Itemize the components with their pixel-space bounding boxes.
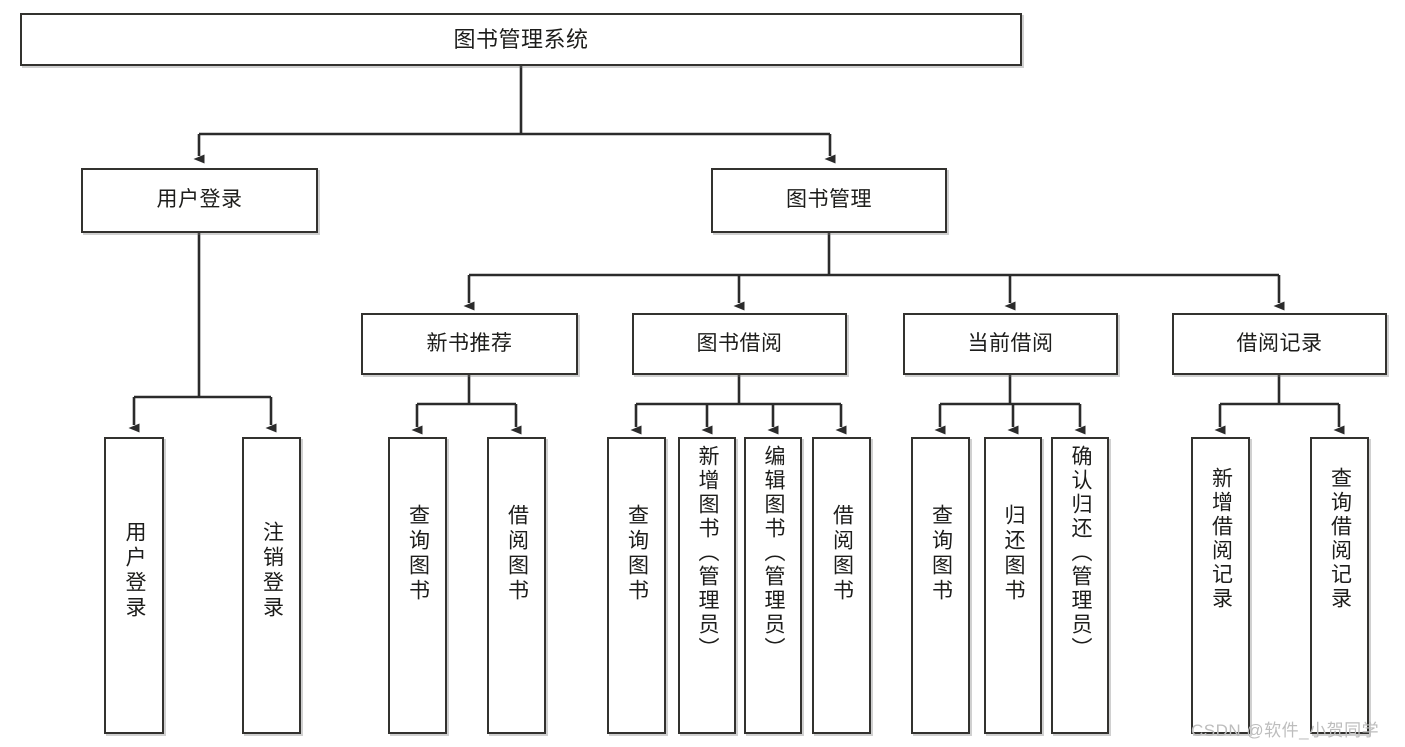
node-leaf-cur-query[interactable]: 查询图书 xyxy=(911,437,970,734)
node-leaf-cur-confirm[interactable]: 确认归还（管理员） xyxy=(1051,437,1109,734)
node-label: 查询图书 xyxy=(929,504,953,604)
node-label: 借阅记录 xyxy=(1236,331,1323,355)
node-leaf-rec-query[interactable]: 查询图书 xyxy=(388,437,447,734)
node-label: 用户登录 xyxy=(123,521,147,621)
node-label: 查询借阅记录 xyxy=(1328,467,1352,611)
node-user-login[interactable]: 用户登录 xyxy=(81,168,318,233)
node-label: 借阅图书 xyxy=(830,504,854,604)
node-label: 确认归还（管理员） xyxy=(1069,445,1093,661)
node-book-manage[interactable]: 图书管理 xyxy=(711,168,947,233)
node-leaf-cur-return[interactable]: 归还图书 xyxy=(984,437,1042,734)
node-label: 编辑图书（管理员） xyxy=(762,445,786,661)
node-label: 新增图书（管理员） xyxy=(696,445,720,661)
node-leaf-borrow-query[interactable]: 查询图书 xyxy=(607,437,666,734)
node-label: 图书管理系统 xyxy=(453,26,589,52)
node-label: 查询图书 xyxy=(625,504,649,604)
node-label: 新书推荐 xyxy=(426,331,513,355)
node-leaf-rec-borrow[interactable]: 借阅图书 xyxy=(487,437,546,734)
node-label: 用户登录 xyxy=(156,188,243,212)
node-label: 图书借阅 xyxy=(696,331,783,355)
node-label: 当前借阅 xyxy=(967,331,1054,355)
node-label: 查询图书 xyxy=(406,504,430,604)
node-leaf-borrow-add[interactable]: 新增图书（管理员） xyxy=(678,437,736,734)
node-leaf-record-add[interactable]: 新增借阅记录 xyxy=(1191,437,1250,734)
node-new-book-rec[interactable]: 新书推荐 xyxy=(361,313,578,375)
node-leaf-user-login[interactable]: 用户登录 xyxy=(104,437,164,734)
node-leaf-user-logout[interactable]: 注销登录 xyxy=(242,437,301,734)
node-label: 图书管理 xyxy=(786,188,872,212)
node-current-borrow[interactable]: 当前借阅 xyxy=(903,313,1118,375)
node-root-system[interactable]: 图书管理系统 xyxy=(20,13,1022,66)
node-leaf-borrow-edit[interactable]: 编辑图书（管理员） xyxy=(744,437,802,734)
node-leaf-borrow-lend[interactable]: 借阅图书 xyxy=(812,437,871,734)
node-leaf-record-query[interactable]: 查询借阅记录 xyxy=(1310,437,1369,734)
node-book-borrow[interactable]: 图书借阅 xyxy=(632,313,847,375)
node-label: 借阅图书 xyxy=(505,504,529,604)
node-label: 注销登录 xyxy=(260,521,284,621)
node-label: 归还图书 xyxy=(1002,504,1026,604)
node-label: 新增借阅记录 xyxy=(1209,467,1233,611)
node-borrow-record[interactable]: 借阅记录 xyxy=(1172,313,1387,375)
csdn-watermark: CSDN @软件_小贺同学 xyxy=(1191,721,1380,740)
